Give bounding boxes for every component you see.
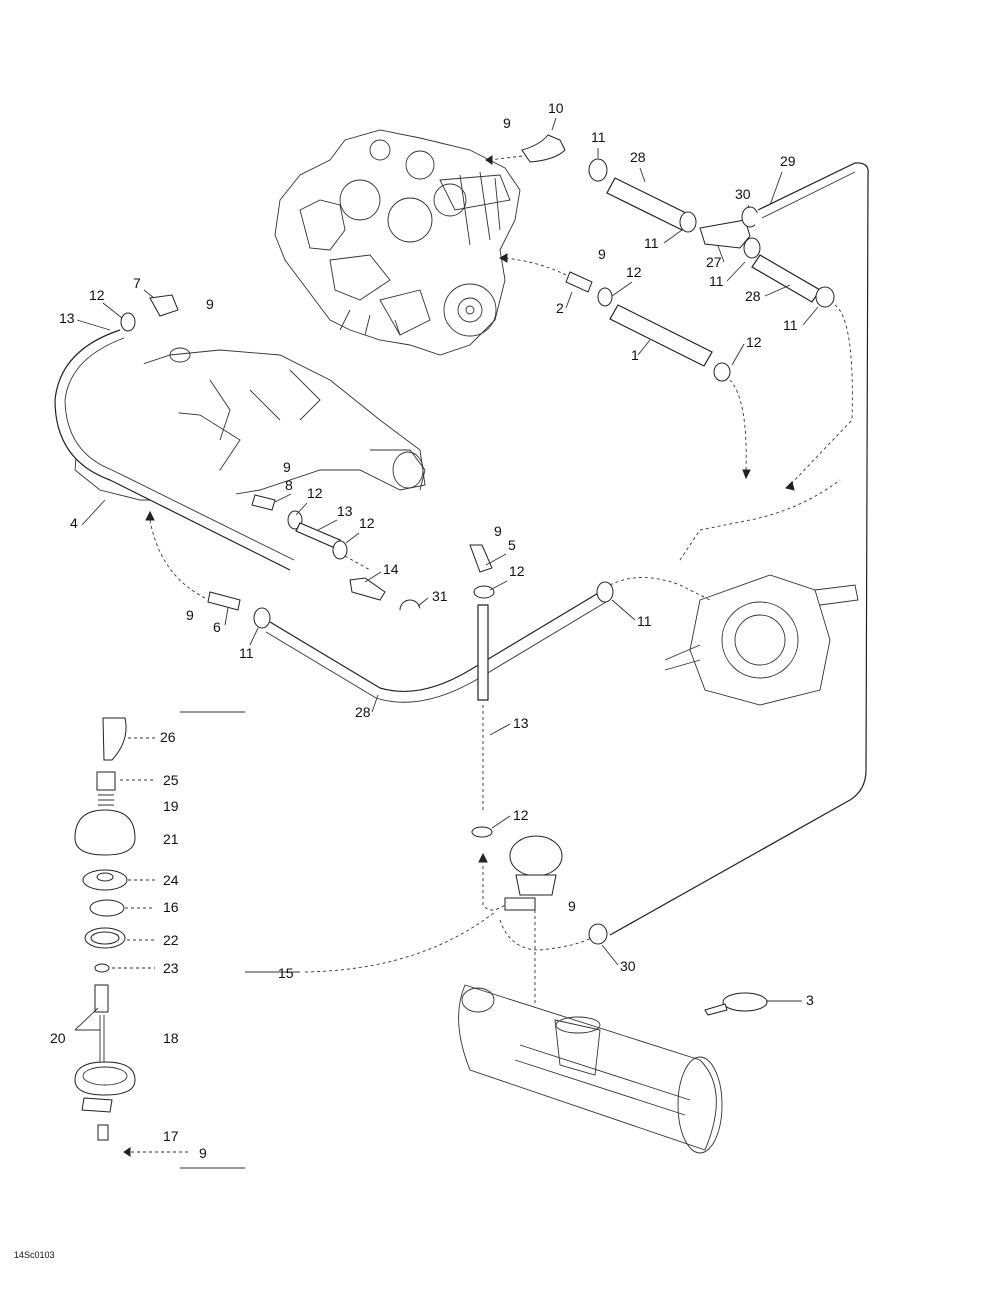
callout-18: 18 [163, 1030, 179, 1046]
callout-15: 15 [278, 965, 294, 981]
callout-9: 9 [494, 523, 502, 539]
engine-block [274, 129, 521, 356]
callout-labels: 9 10 11 28 29 30 11 27 11 28 11 9 12 2 1… [50, 100, 814, 1161]
pump-housing-right [609, 479, 859, 706]
callout-12: 12 [359, 515, 375, 531]
thermostat-exploded-stack [74, 711, 496, 1169]
callout-28: 28 [745, 288, 761, 304]
callout-12: 12 [746, 334, 762, 350]
callout-12: 12 [89, 287, 105, 303]
callout-21: 21 [163, 831, 179, 847]
callout-10: 10 [548, 100, 564, 116]
vertical-hose [471, 604, 506, 911]
callout-11: 11 [591, 129, 606, 145]
callout-13: 13 [513, 715, 529, 731]
callout-leader-lines [76, 117, 819, 1002]
callout-30: 30 [620, 958, 636, 974]
callout-13: 13 [337, 503, 353, 519]
callout-9: 9 [598, 246, 606, 262]
callout-17: 17 [163, 1128, 179, 1144]
callout-14: 14 [383, 561, 399, 577]
callout-9: 9 [186, 607, 194, 623]
diagram-code: 14Sc0103 [14, 1250, 55, 1260]
callout-1: 1 [631, 347, 639, 363]
callout-7: 7 [133, 275, 141, 291]
callout-22: 22 [163, 932, 179, 948]
top-hose-assembly [485, 134, 869, 936]
callout-23: 23 [163, 960, 179, 976]
callout-8: 8 [285, 477, 293, 493]
callout-11: 11 [637, 613, 652, 629]
callout-11: 11 [709, 273, 724, 289]
callout-29: 29 [780, 153, 796, 169]
callout-11: 11 [783, 317, 798, 333]
callout-11: 11 [644, 235, 659, 251]
callout-12: 12 [513, 807, 529, 823]
callout-13: 13 [59, 310, 75, 326]
callout-6: 6 [213, 619, 221, 635]
callout-31: 31 [432, 588, 448, 604]
callout-28: 28 [355, 704, 371, 720]
callout-3: 3 [806, 992, 814, 1008]
left-hose-assembly [54, 294, 614, 703]
callout-25: 25 [163, 772, 179, 788]
callout-9: 9 [283, 459, 291, 475]
callout-16: 16 [163, 899, 179, 915]
callout-30: 30 [735, 186, 751, 202]
callout-9: 9 [206, 296, 214, 312]
callout-4: 4 [70, 515, 78, 531]
callout-20: 20 [50, 1030, 66, 1046]
coolant-tank [458, 835, 768, 1154]
callout-2: 2 [556, 300, 564, 316]
callout-12: 12 [307, 485, 323, 501]
callout-9: 9 [568, 898, 576, 914]
callout-12: 12 [509, 563, 525, 579]
callout-27: 27 [706, 254, 722, 270]
callout-9: 9 [199, 1145, 207, 1161]
callout-11: 11 [239, 645, 254, 661]
callout-5: 5 [508, 537, 516, 553]
callout-28: 28 [630, 149, 646, 165]
callout-26: 26 [160, 729, 176, 745]
callout-24: 24 [163, 872, 179, 888]
callout-12: 12 [626, 264, 642, 280]
callout-9: 9 [503, 115, 511, 131]
callout-19: 19 [163, 798, 179, 814]
